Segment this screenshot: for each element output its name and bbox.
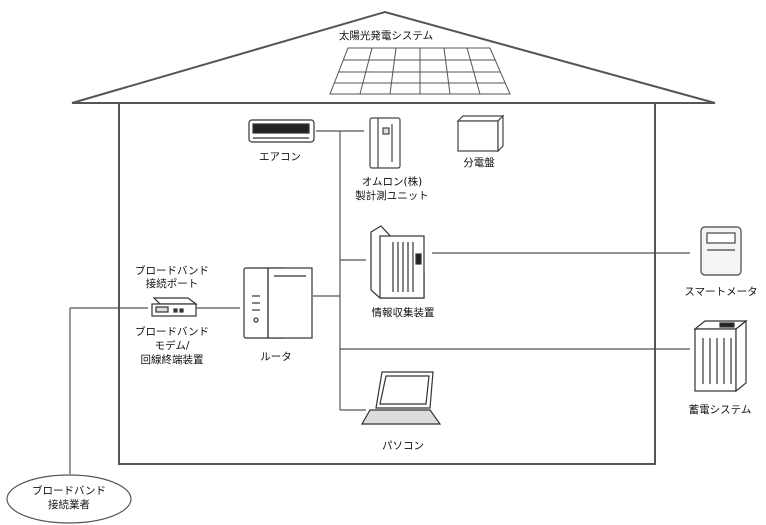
isp-label-line1: ブロードバンド	[31, 485, 107, 497]
broadband-port-label-line1: ブロードバンド	[134, 265, 210, 277]
solar-panel-icon	[329, 47, 511, 95]
connection-lines	[69, 130, 690, 474]
broadband-port-label-line2: 接続ポート	[145, 278, 199, 290]
aircon-icon	[248, 119, 315, 143]
modem-label-line1: ブロードバンド	[134, 326, 210, 338]
modem-label-line2: モデム/	[154, 340, 190, 352]
modem-icon	[151, 297, 198, 317]
distribution-board-label: 分電盤	[463, 157, 495, 169]
info-collector-label: 情報収集装置	[371, 307, 435, 319]
isp-ellipse	[6, 474, 132, 524]
router-icon	[243, 267, 313, 339]
laptop-icon	[360, 371, 442, 425]
aircon-label: エアコン	[259, 151, 301, 163]
distribution-board-icon	[456, 114, 505, 153]
pc-label: パソコン	[382, 440, 424, 452]
isp-label-line2: 接続業者	[48, 499, 90, 511]
smart-meter-icon	[700, 226, 742, 276]
modem-label-line3: 回線終端装置	[140, 354, 204, 366]
router-label: ルータ	[260, 351, 292, 363]
smart-meter-label: スマートメータ	[684, 286, 758, 298]
storage-battery-icon	[693, 319, 748, 393]
storage-system-label: 蓄電システム	[688, 404, 752, 416]
measuring-unit-label-line2: 製計測ユニット	[355, 190, 429, 202]
info-collector-icon	[370, 225, 425, 299]
solar-system-label: 太陽光発電システム	[338, 30, 434, 42]
measuring-unit-icon	[369, 117, 401, 169]
measuring-unit-label-line1: オムロン(株)	[361, 176, 423, 188]
